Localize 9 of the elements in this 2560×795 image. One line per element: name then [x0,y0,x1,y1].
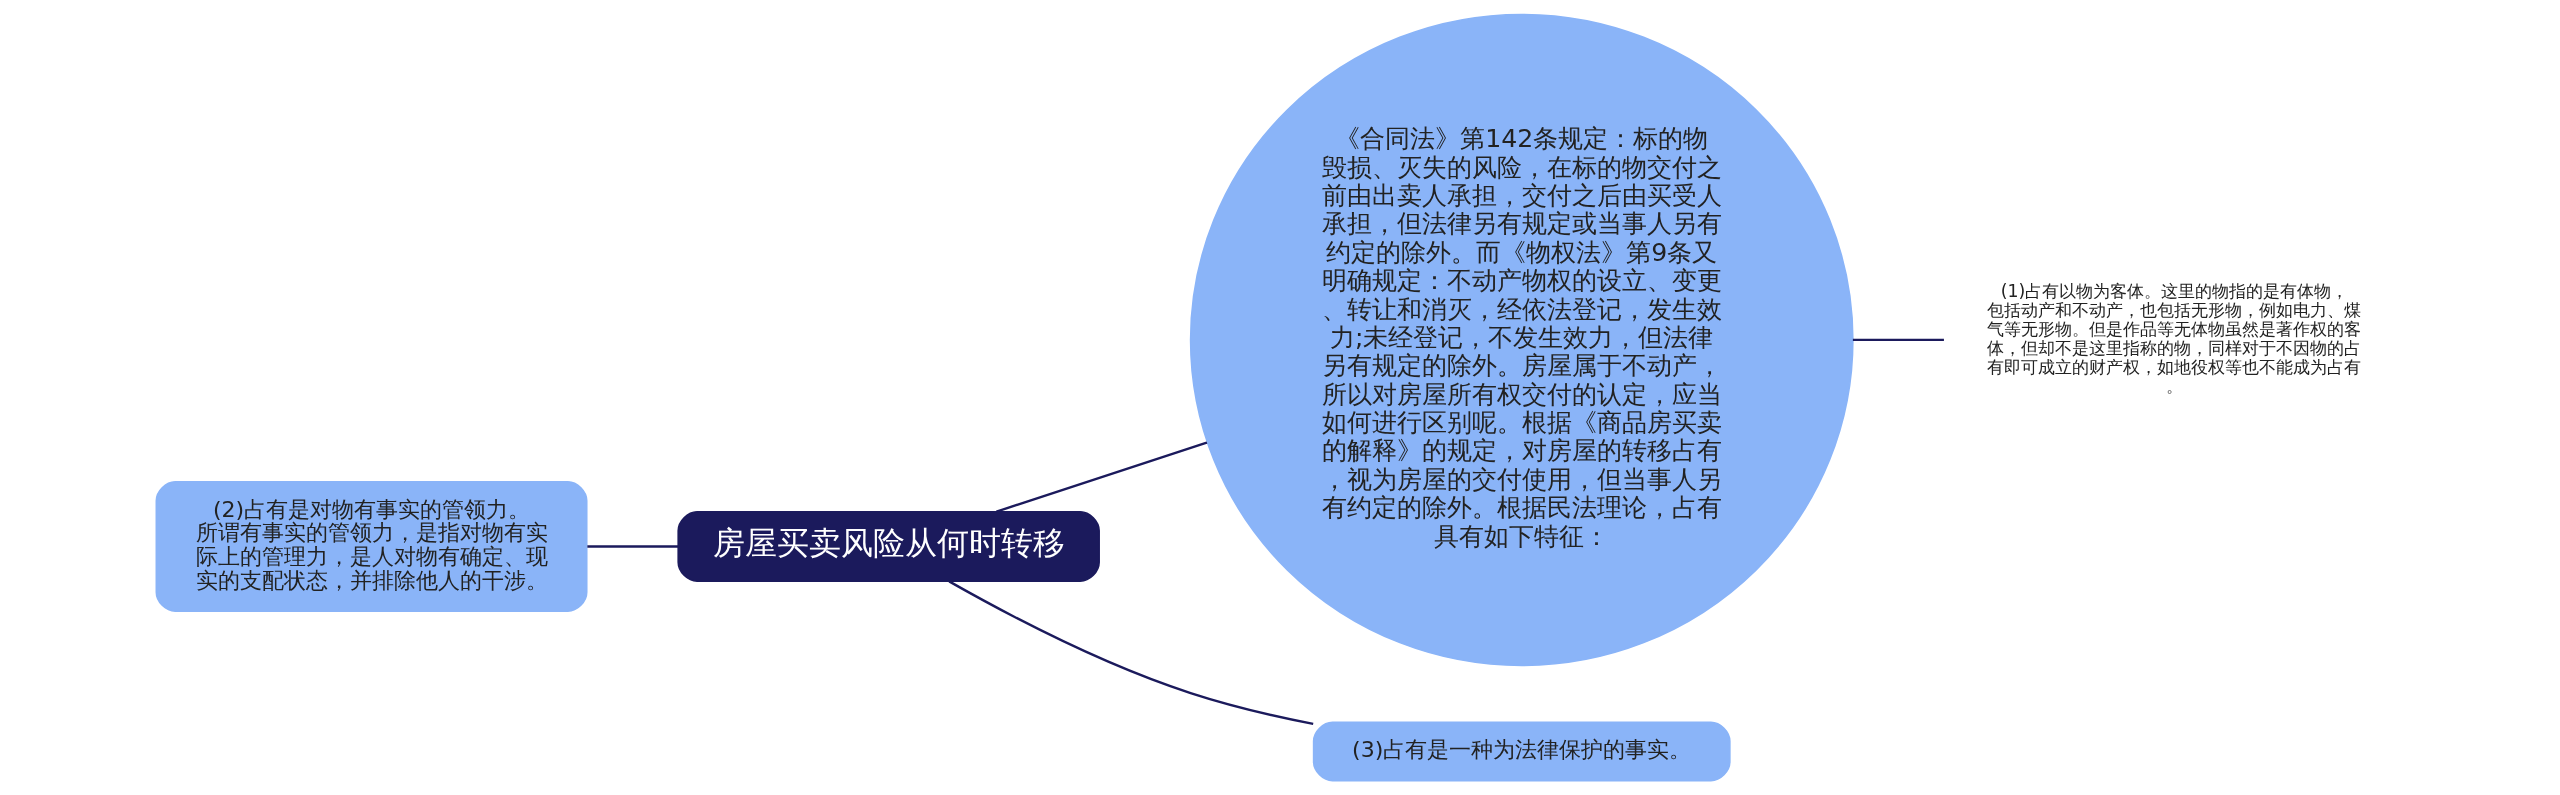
node-box: (2)占有是对物有事实的管领力。所谓有事实的管领力，是指对物有实际上的管理力，是人对物有确定、现实的支配状态，并排除他人的干涉。 [155,481,588,612]
node-box: 房屋买卖风险从何时转移 [676,511,1100,582]
connector [948,580,1313,726]
node-circle: 《合同法》第142条规定：标的物毁损、灭失的风险，在标的物交付之前由出卖人承担，交付之后由买受人承担，但法律另有规定或当事人另有约定的除外。而《物权法》第9条又明确规定：不动产物权的设立、变更、转让和消灭，经依法登记，发生效力;未经登记，不发生效力，但法律另有规定的除外。房屋属于不动产，所以对房屋所有权交付的认定，应当如何进行区别呢。根据《商品房买卖的解释》的规定，对房屋的转移占有，视为房屋的交付使用，但当事人另有约定的除外。根据民法理论，占有具有如下特征： [1189,13,1854,667]
connector [995,441,1207,513]
connector [1852,338,1944,342]
node-box: (3)占有是一种为法律保护的事实。 [1312,721,1731,782]
connector [586,545,678,548]
node-text: (1)占有以物为客体。这里的物指的是有体物，包括动产和不动产，也包括无形物，例如电力、煤气等无形物。但是作品等无体物虽然是著作权的客体，但却不是这里指称的物，同样对于不因物的占有即可成立的财产权，如地役权等也不能成为占有。 [1987,281,2361,396]
